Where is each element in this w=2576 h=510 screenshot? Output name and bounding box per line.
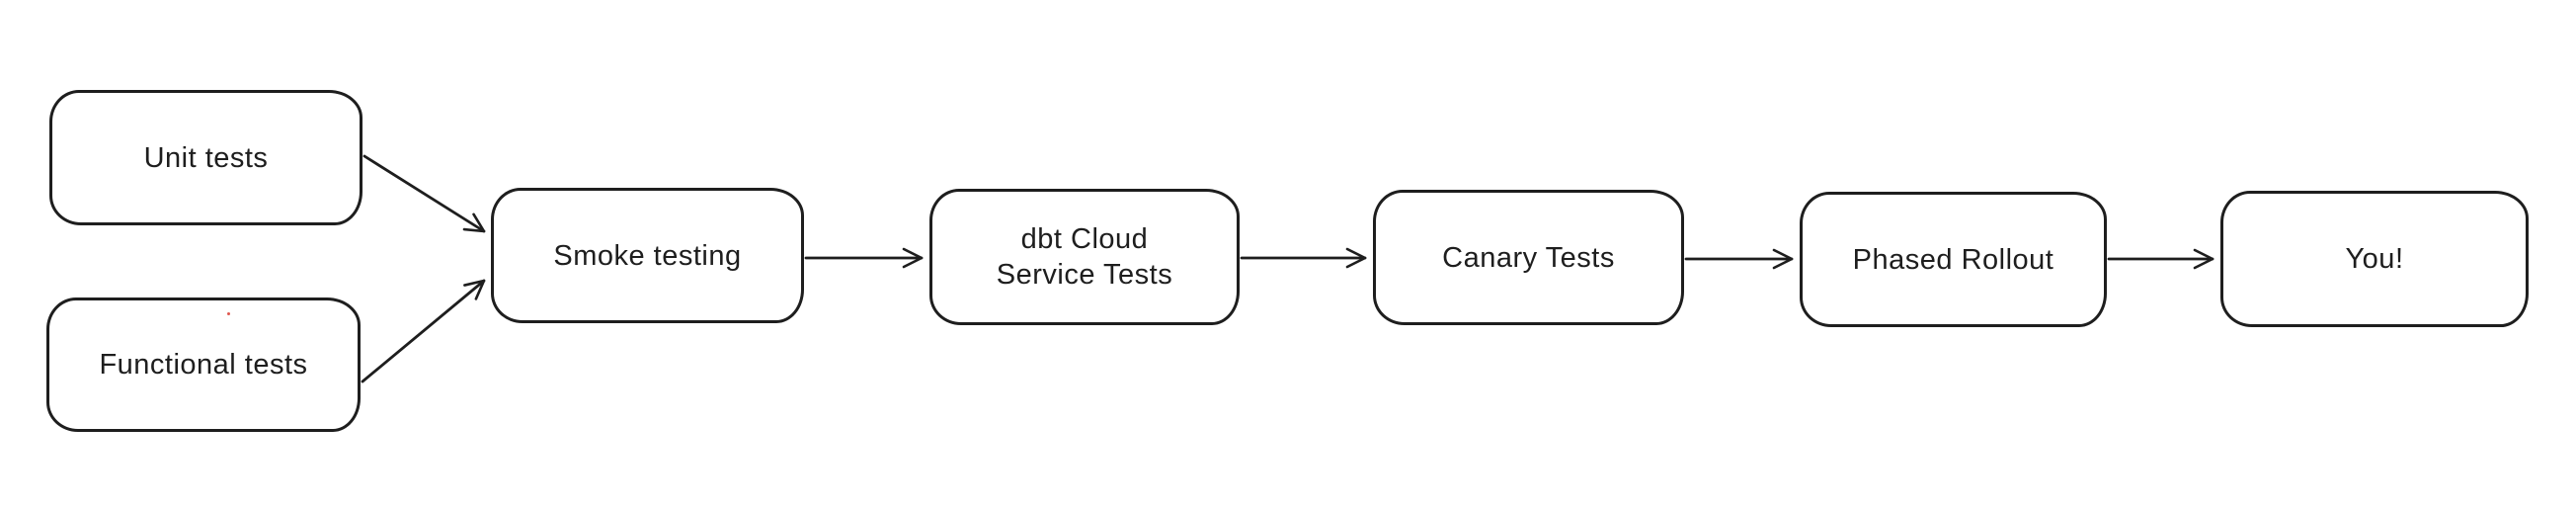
node-canary-tests: Canary Tests [1373, 190, 1684, 325]
node-unit-tests-label: Unit tests [143, 141, 269, 174]
node-you-label: You! [2345, 243, 2404, 275]
arrow-functional-tests-to-smoke-testing [361, 279, 486, 383]
node-smoke-testing-label: Smoke testing [553, 239, 742, 272]
node-you: You! [2220, 191, 2529, 327]
node-phased-rollout-label: Phased Rollout [1852, 243, 2054, 276]
node-dbt-cloud-service-tests: dbt Cloud Service Tests [929, 189, 1240, 325]
node-functional-tests: Functional tests [46, 298, 361, 432]
node-dbt-cloud-service-tests-line2: Service Tests [996, 259, 1173, 291]
node-canary-tests-label: Canary Tests [1442, 241, 1615, 274]
node-dbt-cloud-service-tests-line1: dbt Cloud [1020, 223, 1149, 255]
stray-red-dot [227, 312, 230, 315]
node-functional-tests-label: Functional tests [99, 349, 308, 381]
node-dbt-cloud-service-tests-label: dbt Cloud Service Tests [997, 221, 1172, 293]
arrow-unit-tests-to-smoke-testing [362, 154, 486, 233]
node-smoke-testing: Smoke testing [491, 188, 804, 323]
node-unit-tests: Unit tests [49, 90, 362, 225]
node-phased-rollout: Phased Rollout [1800, 192, 2107, 327]
